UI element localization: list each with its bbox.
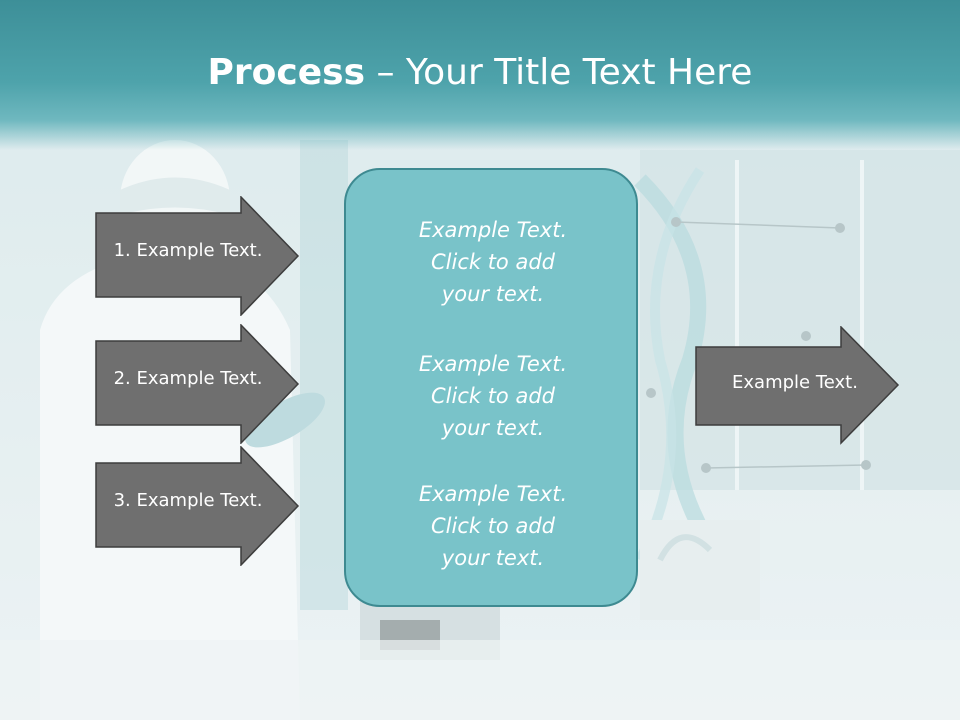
text-line: Example Text. bbox=[418, 352, 568, 376]
arrow-label: 2. Example Text. bbox=[113, 368, 263, 389]
text-line: your text. bbox=[441, 416, 545, 440]
right-arrow-shape bbox=[95, 324, 300, 444]
center-text-block: Example Text. Click to add your text. bbox=[346, 348, 640, 444]
title-band bbox=[0, 0, 960, 150]
left-arrow-1[interactable]: 1. Example Text. bbox=[95, 196, 300, 316]
slide-title[interactable]: Process – Your Title Text Here bbox=[0, 52, 960, 93]
center-text-block: Example Text. Click to add your text. bbox=[346, 214, 640, 310]
right-arrow-shape bbox=[95, 196, 300, 316]
arrow-label: 1. Example Text. bbox=[113, 240, 263, 261]
text-line: Example Text. bbox=[418, 218, 568, 242]
text-line: Click to add bbox=[430, 514, 555, 538]
text-line: Example Text. bbox=[418, 482, 568, 506]
text-line: your text. bbox=[441, 546, 545, 570]
arrow-label: 3. Example Text. bbox=[113, 490, 263, 511]
center-text-box[interactable]: Example Text. Click to add your text. Ex… bbox=[344, 168, 638, 607]
center-text-block: Example Text. Click to add your text. bbox=[346, 478, 640, 574]
text-line: Click to add bbox=[430, 384, 555, 408]
right-arrow-shape bbox=[95, 446, 300, 566]
right-arrow-shape bbox=[695, 326, 900, 445]
right-arrow[interactable]: Example Text. bbox=[695, 326, 900, 446]
title-rest: – Your Title Text Here bbox=[365, 52, 753, 93]
title-bold: Process bbox=[207, 52, 366, 93]
left-arrow-2[interactable]: 2. Example Text. bbox=[95, 324, 300, 444]
text-line: Click to add bbox=[430, 250, 555, 274]
left-arrow-3[interactable]: 3. Example Text. bbox=[95, 446, 300, 566]
text-line: your text. bbox=[441, 282, 545, 306]
arrow-label: Example Text. bbox=[732, 372, 858, 393]
